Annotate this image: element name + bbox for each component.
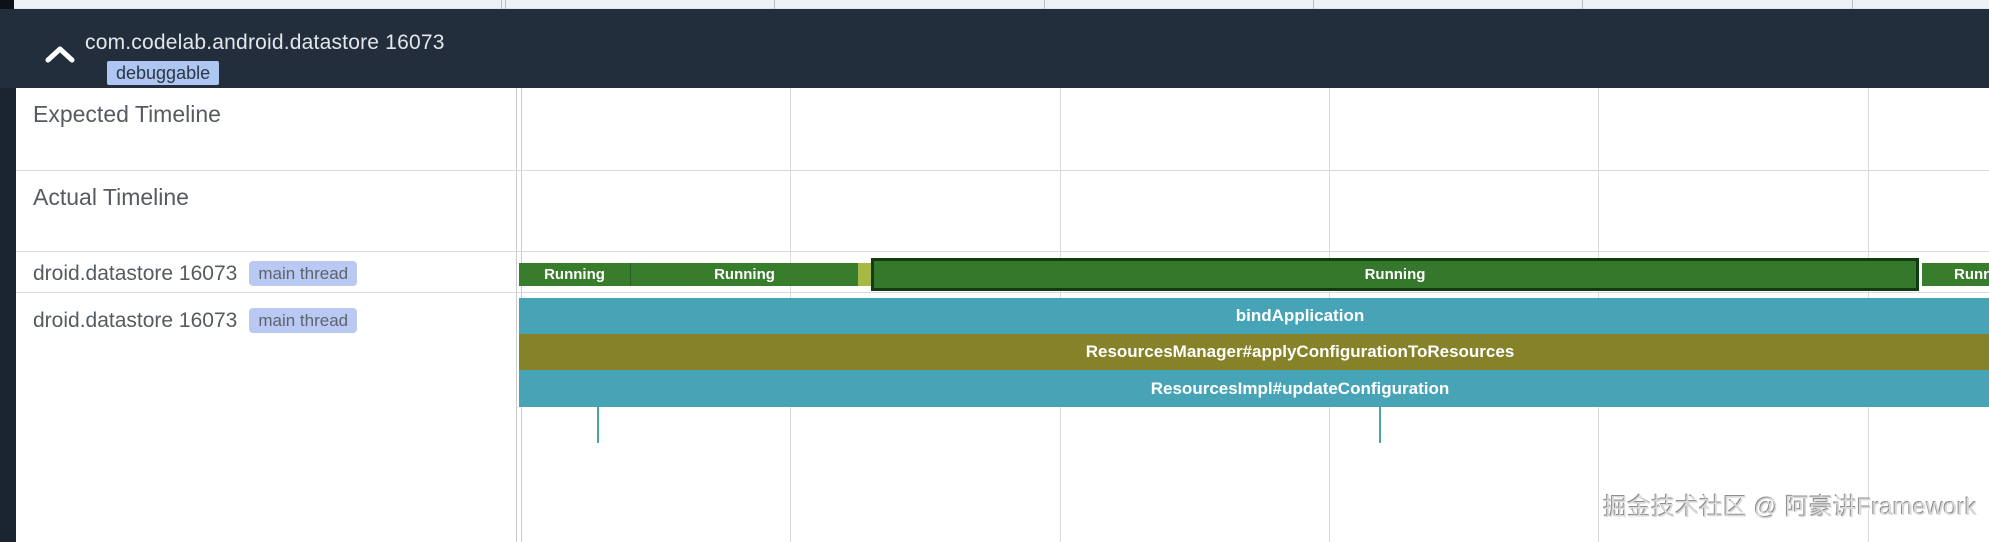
corner-block <box>0 0 14 9</box>
running-slice[interactable]: Running <box>630 263 858 286</box>
track-thread-slices[interactable]: droid.datastore 16073 main thread <box>33 308 358 333</box>
watermark: 掘金技术社区 @ 阿豪讲Framework <box>1603 494 1977 521</box>
panel-edge-line <box>516 88 517 542</box>
depth-tick <box>1379 407 1381 443</box>
track-actual-timeline[interactable]: Actual Timeline <box>33 184 189 210</box>
row-divider <box>16 170 1989 171</box>
depth-tick <box>597 407 599 443</box>
slice-resourcesmanager[interactable]: ResourcesManager#applyConfigurationToRes… <box>519 334 1989 370</box>
running-slice[interactable]: Running <box>519 263 630 286</box>
time-ruler-strip <box>0 0 1989 9</box>
debuggable-badge: debuggable <box>107 61 220 85</box>
thread-name: droid.datastore 16073 <box>33 261 238 285</box>
running-slice-selected[interactable]: Running <box>871 258 1919 291</box>
slice-bindapplication[interactable]: bindApplication <box>519 298 1989 334</box>
ruler-tick <box>501 0 502 9</box>
main-thread-badge: main thread <box>249 261 358 286</box>
track-expected-timeline[interactable]: Expected Timeline <box>33 101 221 127</box>
ruler-tick <box>774 0 775 9</box>
running-slice[interactable]: Running <box>1922 263 1989 286</box>
main-thread-badge: main thread <box>249 308 358 333</box>
track-thread-states[interactable]: droid.datastore 16073 main thread <box>33 261 358 286</box>
process-title: com.codelab.android.datastore 16073 <box>85 31 445 54</box>
slice-resourcesimpl[interactable]: ResourcesImpl#updateConfiguration <box>519 370 1989 407</box>
ruler-tick <box>1582 0 1583 9</box>
ruler-tick <box>1044 0 1045 9</box>
ruler-tick <box>1313 0 1314 9</box>
row-divider <box>16 251 1989 252</box>
ruler-tick <box>505 0 506 9</box>
runnable-slice[interactable] <box>858 263 871 286</box>
row-divider <box>16 292 1989 293</box>
left-rail <box>0 88 16 542</box>
collapse-button[interactable] <box>38 35 82 73</box>
chevron-up-icon <box>45 46 75 63</box>
process-group-header[interactable]: com.codelab.android.datastore 16073 debu… <box>0 9 1989 88</box>
ruler-tick <box>1852 0 1853 9</box>
thread-name: droid.datastore 16073 <box>33 308 238 332</box>
